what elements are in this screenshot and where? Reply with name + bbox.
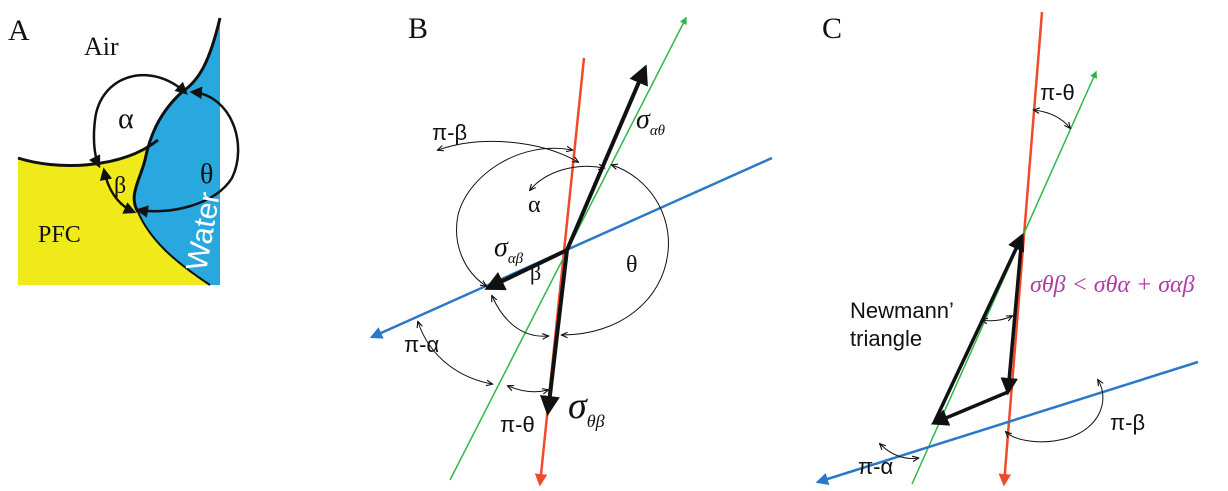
triangle-side-theta-beta <box>1000 235 1024 396</box>
pi-alpha-label-b: π-α <box>404 332 440 357</box>
panel-c: C π-θ π-β π-α Newmann’ triangle σθβ < σθ… <box>815 11 1199 487</box>
theta-arc <box>135 86 240 218</box>
theta-label-b: θ <box>626 252 638 278</box>
inner-triangle-arc <box>982 316 1012 321</box>
pi-alpha-arc <box>418 322 492 384</box>
panel-c-label: C <box>822 12 842 45</box>
triangle-side-alpha-theta <box>932 232 1024 424</box>
sigma-theta-beta-label: σθβ <box>568 385 605 431</box>
pi-beta-arc-c <box>1006 380 1103 443</box>
triangle-caption-line2: triangle <box>850 326 922 351</box>
panel-a-label: A <box>8 14 30 47</box>
theta-label-a: θ <box>200 159 213 190</box>
panel-b: B π-β α θ β π-α π-θ σαθ σαβ σθβ <box>369 12 773 487</box>
pi-beta-label-b: π-β <box>432 120 467 145</box>
triangle-caption-line1: Newmann’ <box>850 298 954 323</box>
panel-b-label: B <box>408 12 428 45</box>
inequality-label: σθβ < σθα + σαβ <box>1030 272 1195 298</box>
sigma-alpha-beta-label: σαβ <box>494 232 524 267</box>
air-label: Air <box>84 32 119 61</box>
pi-alpha-arc-c <box>880 444 918 458</box>
large-alpha-arc <box>456 148 572 286</box>
beta-label-b: β <box>530 260 541 285</box>
pi-theta-label-b: π-θ <box>500 412 535 437</box>
theta-arc-b <box>562 165 669 335</box>
panel-a: A Air PFC Water α β θ <box>8 14 240 286</box>
pfc-water-interface <box>137 211 211 286</box>
sigma-theta-beta-vector <box>539 249 569 416</box>
sigma-alpha-theta-label: σαθ <box>636 104 666 139</box>
alpha-label-a: α <box>118 102 134 135</box>
pi-theta-label-c: π-θ <box>1040 80 1075 105</box>
pi-beta-label-c: π-β <box>1110 410 1145 435</box>
pfc-label: PFC <box>38 222 81 248</box>
pi-theta-arc-c <box>1034 110 1070 128</box>
alpha-label-b: α <box>528 192 541 218</box>
triangle-side-alpha-beta <box>930 390 1009 426</box>
beta-arc <box>99 167 137 214</box>
alpha-arc <box>88 73 188 169</box>
beta-arc-b <box>492 296 548 336</box>
beta-label-a: β <box>114 173 126 199</box>
pi-theta-arc-b <box>508 386 548 392</box>
pi-alpha-label-c: π-α <box>858 454 894 479</box>
sigma-alpha-theta-vector <box>565 64 648 251</box>
